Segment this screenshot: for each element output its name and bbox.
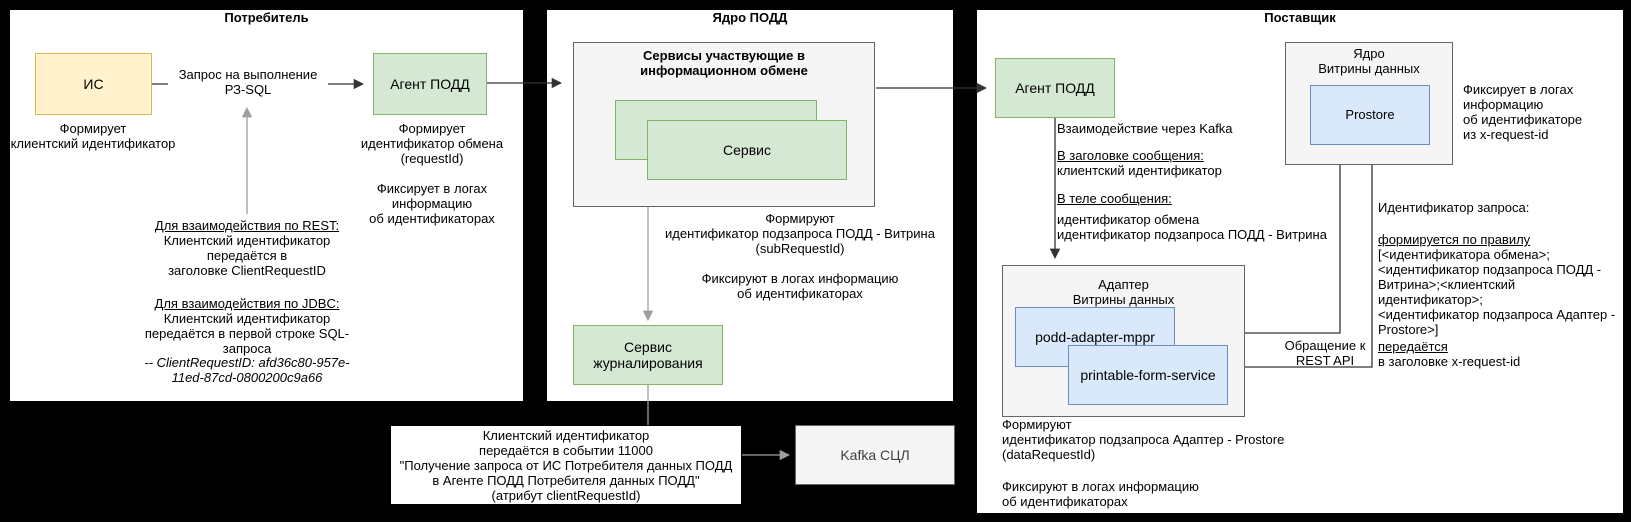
jdbc-note-example: -- ClientRequestID: afd36c80-957e- 11ed-… (144, 355, 350, 385)
kafka-note-intro: Взаимодействие через Kafka (1057, 121, 1233, 136)
kafka-scl-node: Kafka СЦЛ (795, 425, 955, 485)
supplier-agent-podd-node: Агент ПОДД (995, 58, 1115, 118)
adapter-note-1: Формируют идентификатор подзапроса Адапт… (1002, 417, 1285, 462)
event-11000-note: Клиентский идентификатор передаётся в со… (390, 425, 742, 505)
logging-service-node: Сервис журналирования (573, 325, 723, 385)
request-id-rule-body: [<идентификатора обмена>; <идентификатор… (1378, 247, 1616, 337)
core-lane-title: Ядро ПОДД (712, 10, 788, 25)
kafka-note-body-heading: В теле сообщения: (1057, 191, 1172, 206)
services-group-note-2: Фиксируют в логах информацию об идентифи… (701, 271, 899, 301)
adapter-note-2: Фиксируют в логах информацию об идентифи… (1002, 479, 1199, 509)
is-system-node: ИС (35, 53, 152, 115)
request-id-pass-body: в заголовке x-request-id (1378, 354, 1521, 369)
consumer-agent-note-2: Фиксирует в логах информацию об идентифи… (369, 181, 495, 226)
services-group-note-1: Формируют идентификатор подзапроса ПОДД … (665, 211, 935, 256)
supplier-lane-title: Поставщик (1264, 10, 1336, 25)
request-id-rule-heading: формируется по правилу (1378, 232, 1531, 247)
is-system-note: Формирует клиентский идентификатор (10, 121, 176, 151)
rest-api-arrow-label: Обращение к REST API (1284, 338, 1366, 368)
jdbc-note-body: Клиентский идентификатор передаётся в пе… (144, 311, 350, 356)
rest-note-heading: Для взаимодействия по REST: (154, 218, 340, 233)
request-id-pass-heading: передаётся (1378, 339, 1448, 354)
service-node: Сервис (647, 120, 847, 180)
kafka-note-body-body: идентификатор обмена идентификатор подза… (1057, 212, 1327, 242)
rest-note-body: Клиентский идентификатор передаётся в за… (163, 233, 331, 278)
consumer-agent-podd-node: Агент ПОДД (373, 53, 487, 115)
printable-form-service-node: printable-form-service (1068, 345, 1228, 405)
prostore-node: Prostore (1310, 85, 1430, 145)
consumer-lane-title: Потребитель (224, 10, 309, 25)
request-id-title: Идентификатор запроса: (1378, 200, 1530, 215)
adapter-title: Адаптер Витрины данных (1072, 277, 1175, 307)
jdbc-note-heading: Для взаимодействия по JDBC: (154, 296, 340, 311)
kafka-note-header-heading: В заголовке сообщения: (1057, 148, 1204, 163)
request-arrow-label: Запрос на выполнение РЗ-SQL (168, 67, 328, 97)
services-group-title: Сервисы участвующие в информационном обм… (640, 48, 808, 78)
kafka-note-header-body: клиентский идентификатор (1057, 163, 1222, 178)
dm-core-title: Ядро Витрины данных (1318, 46, 1420, 76)
prostore-log-note: Фиксирует в логах информацию об идентифи… (1463, 82, 1583, 142)
consumer-agent-note-1: Формирует идентификатор обмена (requestI… (360, 121, 504, 166)
